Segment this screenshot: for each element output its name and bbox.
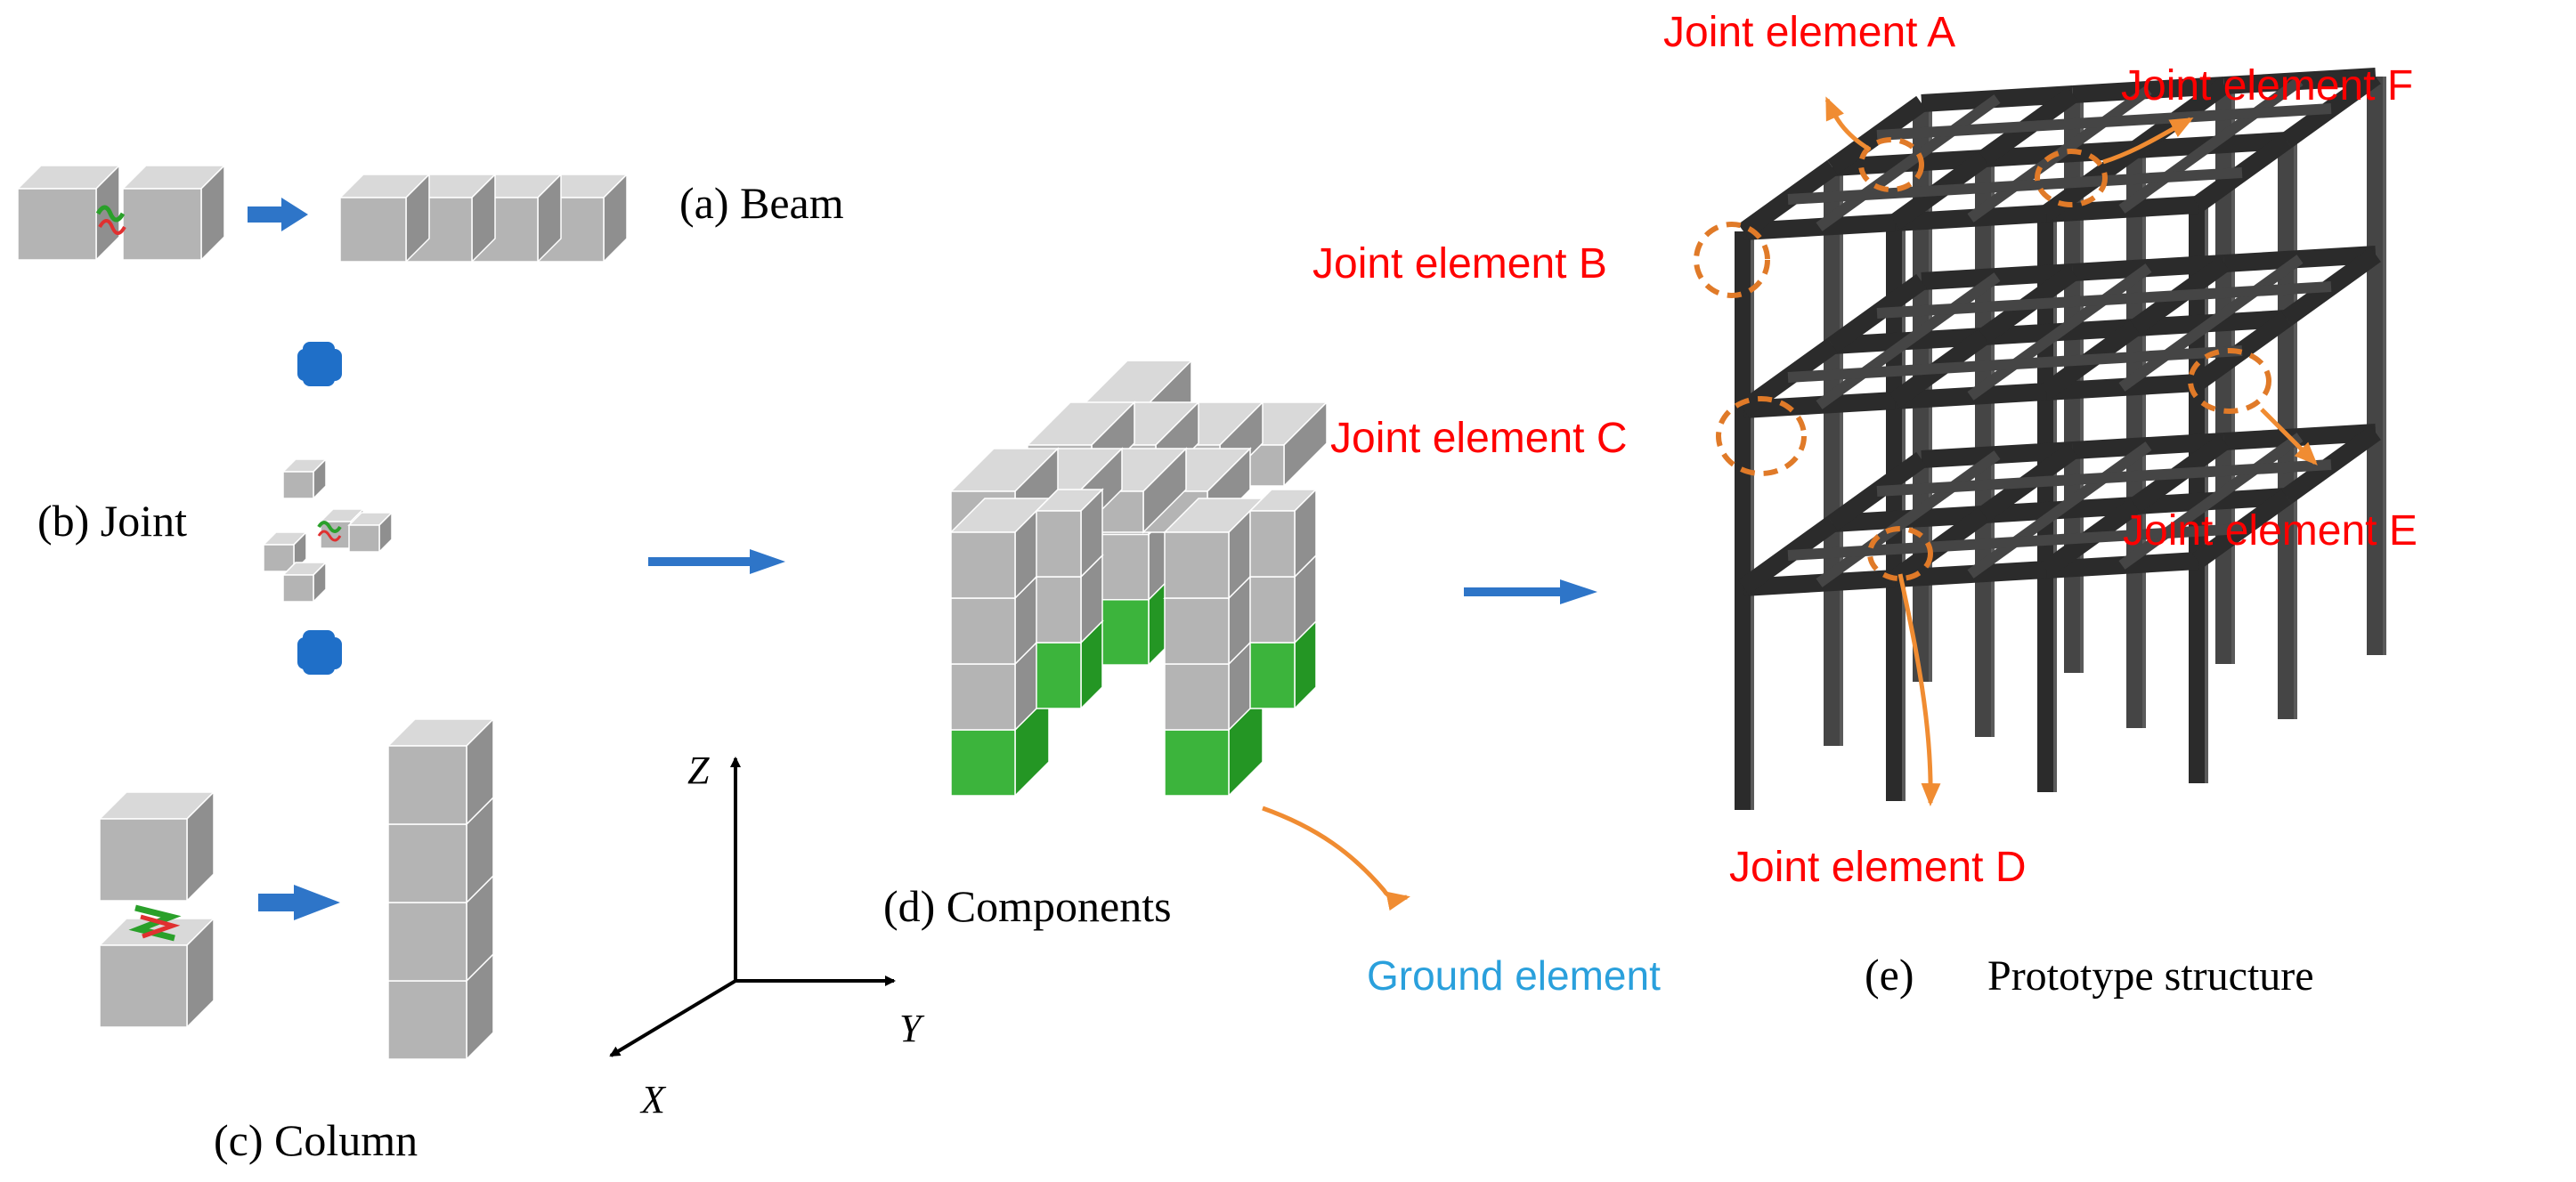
cube: [121, 164, 226, 262]
column-label: (c) Column: [214, 1115, 418, 1165]
cube: [1035, 488, 1104, 579]
prototype-prefix-label: (e): [1865, 950, 1914, 1000]
column-merged-cubes: [386, 717, 495, 1061]
joint-element-e-label: Joint element E: [2123, 507, 2418, 555]
plus-icon: [297, 630, 342, 675]
z-axis-label: Z: [687, 749, 710, 792]
ground-element-pointer: [1262, 806, 1410, 911]
joint-pointers: [1824, 96, 2318, 806]
joint-element-labels: Joint element A Joint element F Joint el…: [1312, 9, 2418, 891]
right-arrow-icon: [648, 549, 785, 574]
cube: [347, 511, 394, 554]
components-label: (d) Components: [883, 881, 1172, 931]
beam-spring-icon: [95, 205, 126, 235]
joint-cubes: [262, 457, 394, 603]
joint-element-a-label: Joint element A: [1663, 9, 1955, 56]
components-panel: (d) Components Ground element: [883, 359, 1661, 999]
joint-element-f-label: Joint element F: [2121, 62, 2413, 109]
joint-label: (b) Joint: [37, 496, 187, 546]
right-arrow-icon: [1464, 579, 1597, 604]
dashed-circle-icon: [1694, 222, 1770, 298]
joint-panel: (b) Joint: [37, 457, 394, 603]
y-axis-label: Y: [899, 1007, 925, 1050]
prototype-frame: [1735, 68, 2386, 810]
column-panel: (c) Column: [98, 717, 495, 1165]
beam-merged-cubes: [338, 173, 629, 263]
dashed-circle-icon: [1858, 137, 1924, 192]
joint-element-d-label: Joint element D: [1729, 844, 2027, 891]
dashed-circle-icon: [1867, 526, 1933, 581]
coordinate-axes: Z Y X: [609, 749, 925, 1121]
joint-element-b-label: Joint element B: [1312, 240, 1607, 287]
cube: [386, 717, 495, 826]
cube: [1163, 497, 1264, 600]
cube: [281, 457, 328, 500]
dashed-circle-icon: [2035, 149, 2108, 207]
prototype-label: Prototype structure: [1987, 952, 2314, 1000]
cube: [1248, 488, 1318, 579]
dashed-circle-icon: [1716, 396, 1807, 476]
ground-element-label: Ground element: [1367, 952, 1661, 999]
joint-markers: [1694, 137, 2271, 581]
plus-icon: [297, 342, 342, 386]
right-arrow-icon: [258, 885, 340, 920]
column-spring-icon: [128, 904, 182, 942]
joint-element-c-label: Joint element C: [1330, 415, 1628, 462]
cube: [262, 530, 308, 573]
prototype-panel: Joint element A Joint element F Joint el…: [1312, 9, 2418, 1000]
column-separate-cubes: [98, 790, 215, 1029]
x-axis-label: X: [639, 1078, 667, 1121]
cube: [338, 173, 431, 263]
beam-label: (a) Beam: [679, 178, 844, 228]
cube: [98, 790, 215, 903]
right-arrow-icon: [248, 198, 308, 231]
components-cubes: [949, 359, 1329, 797]
cube: [16, 164, 121, 262]
joint-spring-icon: [317, 521, 342, 542]
beam-separate-cubes: [16, 164, 226, 262]
dashed-circle-icon: [2188, 348, 2271, 414]
cube: [281, 561, 328, 603]
beam-panel: (a) Beam: [16, 164, 844, 263]
cube: [98, 917, 215, 1029]
